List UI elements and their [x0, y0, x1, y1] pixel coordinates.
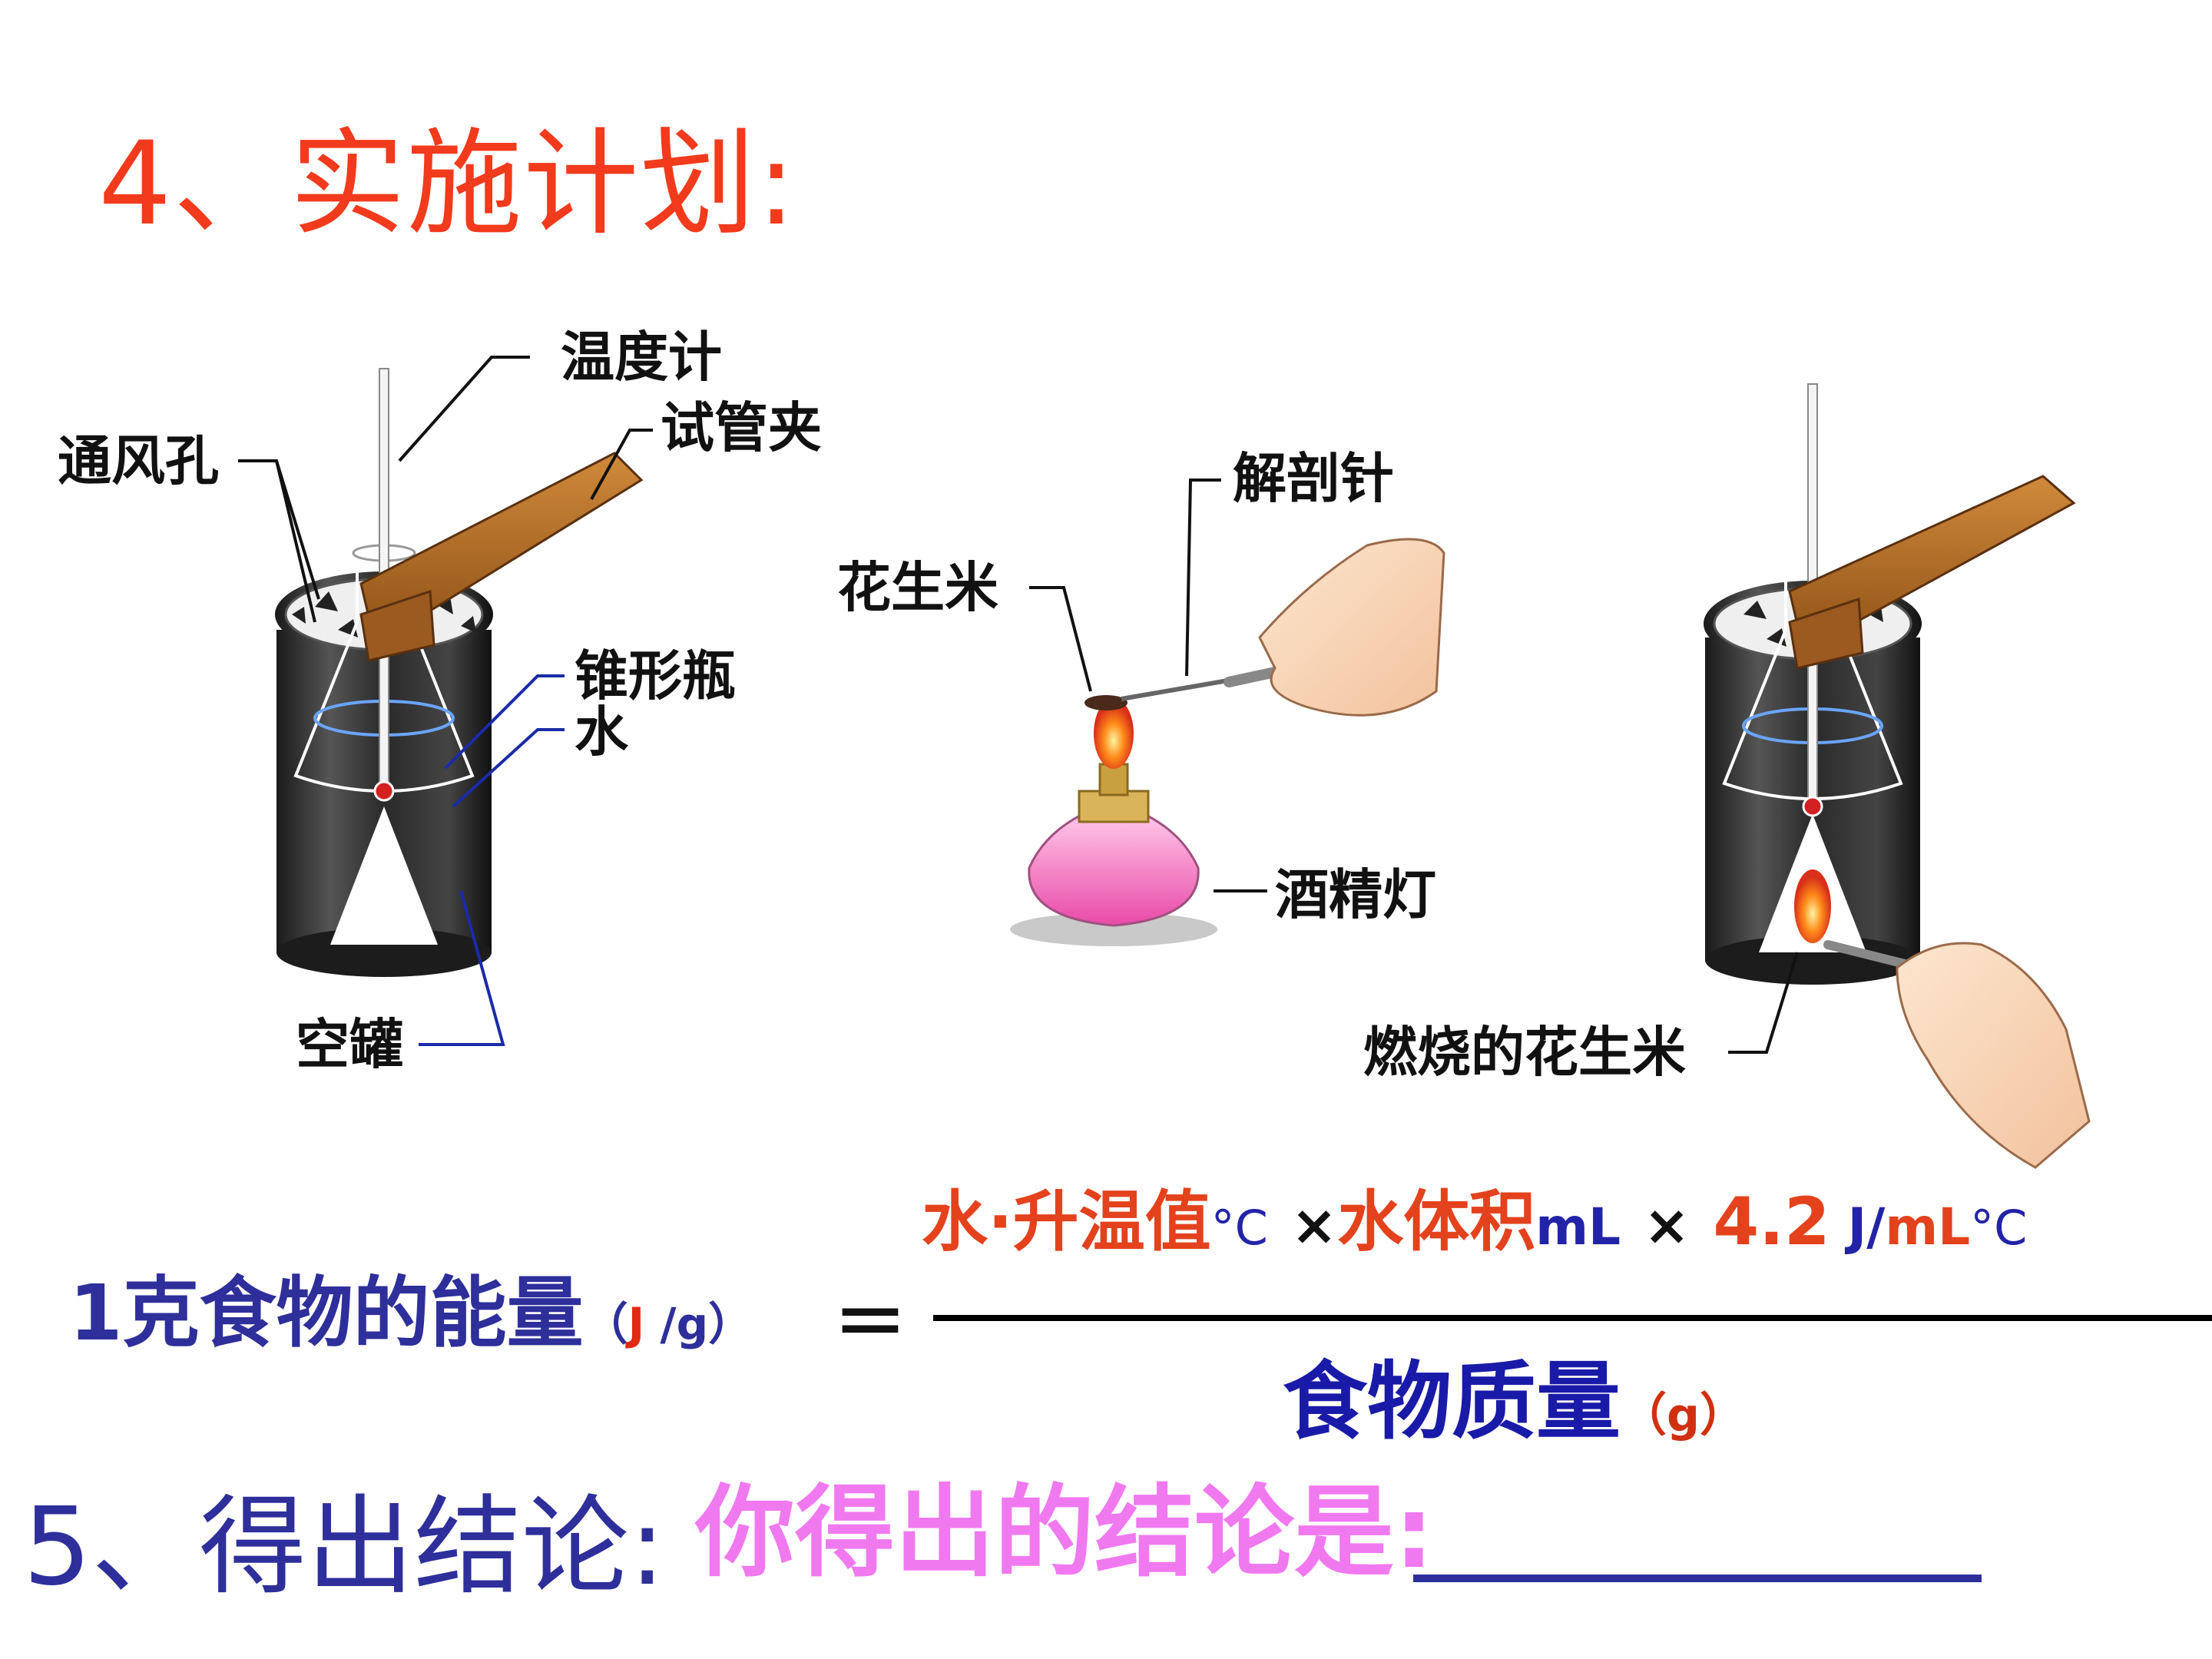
label-flask: 锥形瓶: [575, 644, 736, 707]
label-tube-clamp: 试管夹: [661, 396, 822, 459]
num-constant: 4.2: [1713, 1184, 1830, 1260]
lhs-unit-open: （: [583, 1298, 628, 1350]
right-leader-lines: [1728, 952, 1799, 1054]
middle-leader-lines: [1029, 478, 1267, 892]
num-const-unit-sep: /: [1866, 1197, 1886, 1257]
lhs-unit-j: J: [628, 1298, 645, 1350]
num-temp-rise: 水·升温值: [922, 1184, 1211, 1260]
formula-numerator: 水·升温值°C ×水体积mL × 4.2 J/mL°C: [922, 1189, 2027, 1255]
label-thermometer: 温度计: [561, 326, 722, 389]
label-dissecting-needle: 解剖针: [1233, 447, 1394, 510]
num-const-unit-j: J: [1830, 1197, 1867, 1257]
formula-denominator: 食物质量（g）: [1283, 1359, 1746, 1444]
step5-heading: 5、得出结论:: [23, 1485, 666, 1610]
left-leader-lines: [238, 356, 653, 1046]
num-const-unit-deg: °C: [1970, 1200, 2028, 1256]
fraction-line: [933, 1315, 2212, 1321]
den-text: 食物质量: [1283, 1353, 1621, 1451]
num-water-volume: 水体积: [1337, 1184, 1536, 1260]
times-sign: ×: [1290, 1193, 1338, 1257]
answer-blank-line[interactable]: [1413, 1575, 1982, 1582]
label-vent-holes: 通风孔: [58, 429, 219, 492]
num-temp-unit: °C: [1210, 1200, 1268, 1256]
num-volume-unit: mL: [1535, 1197, 1621, 1257]
label-burning-peanut: 燃烧的花生米: [1363, 1021, 1686, 1084]
times-sign-2: ×: [1644, 1193, 1690, 1257]
left-apparatus: [275, 368, 644, 977]
label-water: 水: [575, 700, 628, 763]
num-const-unit-ml: mL: [1885, 1197, 1971, 1257]
right-apparatus: [1704, 383, 2091, 1169]
equals-sign: ＝: [833, 1280, 907, 1366]
lhs-text: 1克食物的能量: [69, 1268, 584, 1358]
conclusion-prompt: 你得出的结论是:: [695, 1474, 1434, 1591]
den-unit: （g）: [1621, 1389, 1746, 1442]
formula-lhs: 1克食物的能量（J /g）: [69, 1275, 753, 1352]
alcohol-lamp-setup: [1010, 538, 1445, 946]
label-empty-can: 空罐: [296, 1013, 403, 1076]
step4-heading: 4、实施计划:: [98, 118, 797, 251]
label-alcohol-lamp: 酒精灯: [1275, 863, 1436, 926]
experiment-diagram: [238, 356, 2091, 1169]
label-peanut: 花生米: [837, 556, 998, 619]
lhs-unit-rest: /g）: [644, 1298, 753, 1350]
